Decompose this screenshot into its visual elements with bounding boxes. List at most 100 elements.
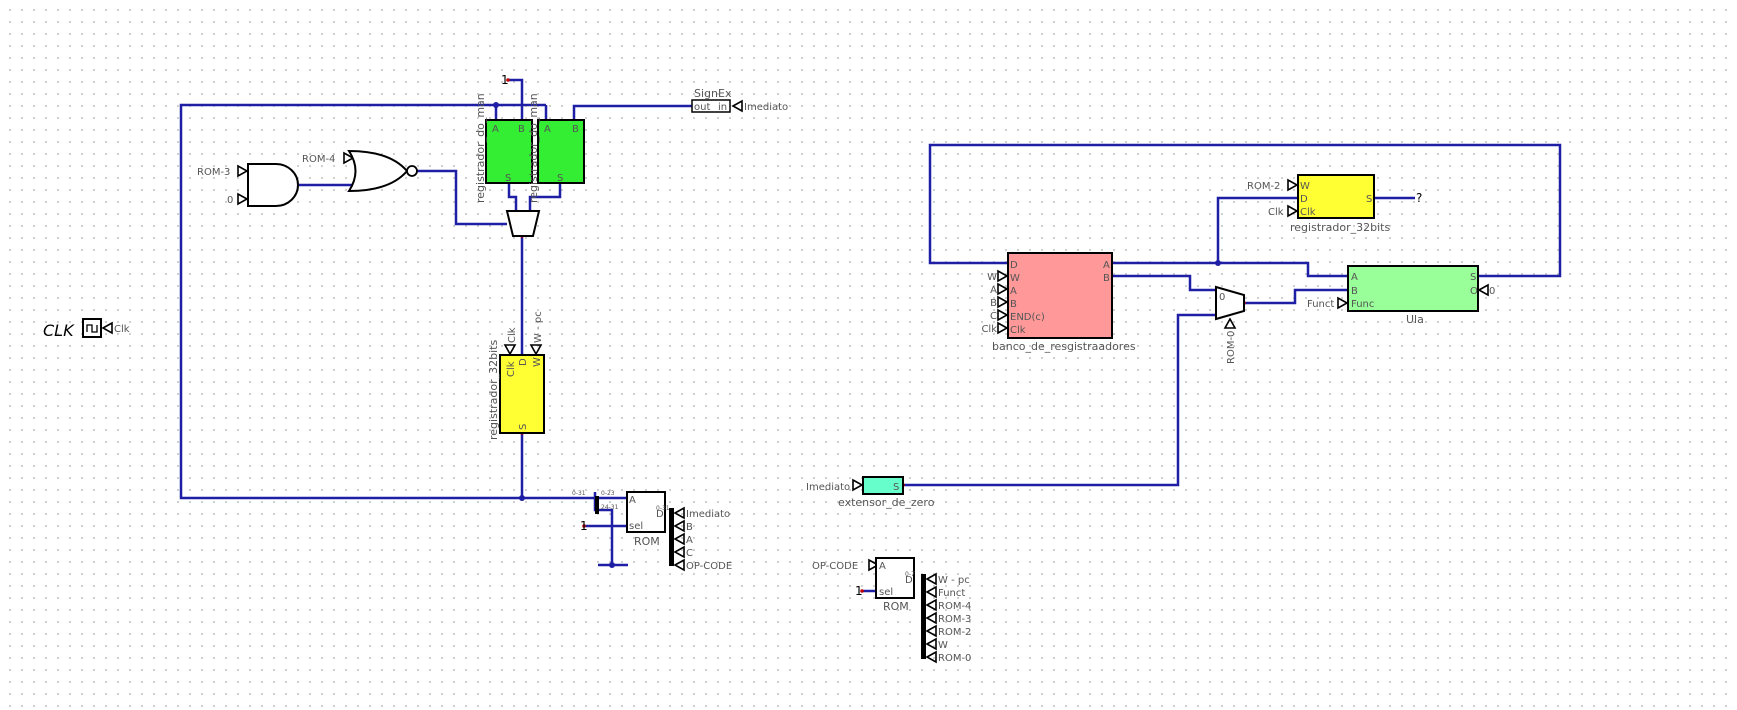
bank-pin-b: B (1010, 299, 1017, 310)
output-tunnel-icon (925, 650, 937, 664)
junction-dot (1215, 260, 1221, 266)
zext-pin-s: S (893, 482, 899, 493)
bank-pin-a: A (1010, 286, 1017, 297)
pc-out-wire[interactable] (520, 433, 595, 500)
rom1-pin-sel: sel (629, 521, 643, 532)
clock-source[interactable]: CLK Clk (43, 318, 130, 340)
output-tunnel-icon (673, 532, 685, 546)
rom3-tunnel-icon (237, 164, 249, 178)
signex[interactable]: SignEx out in Imediato (691, 87, 788, 113)
nor-bubble-icon (406, 165, 418, 177)
nor-to-mux-wire[interactable] (417, 169, 507, 226)
opcode-tunnel-icon (868, 558, 880, 572)
register-do-man-a[interactable]: A B S registrador_do_man (474, 93, 533, 203)
junction-dot (519, 495, 525, 501)
output-tunnel-label: A (686, 535, 693, 546)
rom2-d-bits: 0-7 (905, 571, 915, 578)
pc-register[interactable]: Clk W - pc Clk D W S registrador_32bits (487, 311, 545, 440)
output-tunnel-label: B (686, 522, 693, 533)
reg-a-pin-b: B (518, 124, 525, 135)
reg32-name: registrador_32bits (1290, 221, 1390, 234)
split-top-label: 0-31 (572, 490, 586, 497)
output-tunnel-icon (925, 598, 937, 612)
register-do-man-b[interactable]: A B S registrador_do_man (527, 93, 585, 203)
clock-title: CLK (43, 321, 75, 340)
rom-control[interactable]: OP-CODE 1 A D sel 0-7 ROM W - pcFunctROM… (812, 557, 971, 664)
zext-name: extensor_de_zero (838, 496, 935, 509)
reg-b-pin-a: A (544, 124, 551, 135)
clock-wave-icon (86, 324, 98, 333)
zero-extender[interactable]: Imediato S extensor_de_zero (806, 476, 935, 509)
nor-gate-icon[interactable] (347, 149, 409, 193)
pc-pin-clk: Clk (506, 361, 517, 377)
rom0-tunnel-label: ROM-0 (1226, 331, 1237, 364)
junction-dot (609, 562, 615, 568)
reg32-pin-clk: Clk (1300, 207, 1316, 218)
rom-instruction[interactable]: 0-31 0-23 24-31 1 A D sel 0-31 ROM Imedi… (572, 490, 732, 572)
mux-pc-icon[interactable] (505, 210, 541, 237)
funct-tunnel-label: Funct (1307, 299, 1334, 310)
ula-body[interactable] (1347, 265, 1479, 312)
const-one-wire[interactable] (508, 78, 524, 120)
wires (179, 78, 1562, 593)
nor-gate-group[interactable]: ROM-4 (302, 149, 418, 193)
bank-input-tunnel-label: B (990, 298, 997, 309)
reg-b-pin-s: S (557, 173, 563, 184)
ula-o-value: 0 (1489, 286, 1495, 297)
mux-ula-b[interactable]: 0 ROM-0 (1215, 285, 1245, 364)
pc-feedback-wire[interactable] (179, 103, 546, 500)
output-tunnel-icon (673, 506, 685, 520)
bank-input-tunnel-icon (997, 321, 1009, 335)
rom2-pin-sel: sel (879, 587, 893, 598)
rom2-output-splitter[interactable] (921, 574, 926, 659)
zext-tunnel-icon (852, 478, 864, 492)
rom1-pin-d: D (656, 509, 664, 520)
output-tunnel-icon (673, 545, 685, 559)
register-b-body[interactable] (537, 119, 585, 184)
zext-to-mux-wire[interactable] (903, 313, 1216, 487)
reg-a-pin-s: S (505, 173, 511, 184)
reg32-clk-tunnel-icon (1287, 204, 1299, 218)
rom2-body[interactable] (875, 557, 915, 599)
reg32-d-wire[interactable] (1216, 196, 1298, 263)
bank-input-tunnel-icon (997, 308, 1009, 322)
register-a-body[interactable] (485, 119, 533, 184)
and-gate-icon[interactable] (247, 163, 299, 207)
and-gate-group[interactable]: ROM-3 0 (197, 163, 299, 207)
signex-body[interactable] (691, 99, 731, 113)
pc-clk-tunnel-icon (503, 344, 517, 356)
ula[interactable]: Funct A B Func S O 0 Ula (1307, 265, 1495, 326)
reg32-body[interactable] (1297, 174, 1375, 219)
rom1-name: ROM (634, 535, 660, 548)
rom1-body[interactable] (626, 491, 666, 533)
rom1-const-one: 1 (580, 519, 588, 533)
signex-in: in (718, 102, 727, 113)
register-32bits[interactable]: ROM-2 Clk W D Clk S registrador_32bits ? (1247, 174, 1422, 234)
mux-to-ula-wire[interactable] (1244, 288, 1348, 305)
zext-body[interactable] (862, 476, 904, 495)
pc-register-body[interactable] (499, 354, 545, 434)
reg32-output-probe: ? (1416, 191, 1422, 205)
output-tunnel-label: OP-CODE (686, 561, 732, 572)
ula-feedback-wire[interactable] (928, 143, 1562, 278)
bank-a-out-wire[interactable] (1112, 261, 1348, 278)
bank-out-a: A (1103, 260, 1110, 271)
bank-b-out-wire[interactable] (1112, 274, 1216, 292)
pc-pin-w: W (532, 357, 543, 367)
mux-ula-icon[interactable] (1215, 285, 1245, 321)
splitter-bar[interactable] (595, 496, 599, 514)
ula-pin-o: O (1470, 286, 1478, 297)
rom1-output-splitter[interactable] (669, 508, 674, 566)
register-bank-body[interactable] (1007, 252, 1113, 339)
reg-b-out-wire[interactable] (528, 183, 562, 211)
ula-name: Ula (1406, 313, 1424, 326)
bank-input-tunnel-icon (997, 269, 1009, 283)
signex-to-reg-wire[interactable] (572, 104, 692, 120)
output-tunnel-icon (925, 637, 937, 651)
reg-a-out-wire[interactable] (507, 183, 518, 211)
output-tunnel-icon (673, 558, 685, 572)
